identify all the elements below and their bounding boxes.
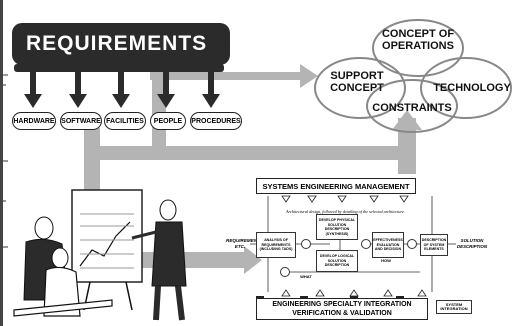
venn-circle-technology	[420, 57, 512, 119]
category-facilities: FACILITIES	[104, 112, 146, 130]
effectiveness-evaluation-box: EFFECTIVENESS EVALUATION AND DECISION	[372, 232, 404, 258]
system-integration-box: SYSTEM INTEGRATION	[436, 300, 472, 314]
venn-diagram	[314, 19, 512, 133]
venn-label-support-concept: SUPPORT CONCEPT	[330, 70, 384, 94]
presenter-illustration	[13, 189, 187, 321]
logical-solution-box: DEVELOP LOGICAL SOLUTION DESCRIPTION	[316, 250, 358, 272]
integration-line-2: VERIFICATION & VALIDATION	[292, 310, 392, 317]
what-label: WHAT	[300, 274, 312, 279]
left-edge-line	[0, 0, 3, 326]
output-solution-description-label: SOLUTION DESCRIPTION	[456, 238, 487, 249]
category-procedures: PROCEDURES	[190, 112, 242, 130]
process-note: Architectural design, followed by detail…	[286, 209, 405, 214]
systems-engineering-management-bar: SYSTEMS ENGINEERING MANAGEMENT	[256, 178, 416, 194]
venn-circle-operations	[372, 19, 464, 77]
process-junction-1	[301, 239, 311, 249]
requirement-arrows	[14, 64, 224, 108]
venn-label-constraints: CONSTRAINTS	[372, 102, 452, 114]
process-junction-2	[361, 239, 371, 249]
system-elements-box: DESCRIPTION OF SYSTEM ELEMENTS	[420, 234, 448, 256]
analysis-box: ANALYSIS OF REQUIREMENTS (INCLUDING TADS…	[256, 232, 296, 258]
venn-label-technology: TECHNOLOGY	[433, 82, 511, 94]
venn-circle-support	[314, 57, 406, 119]
venn-circle-constraints	[366, 79, 458, 133]
category-people: PEOPLE	[150, 112, 186, 130]
bar-markers	[281, 195, 427, 297]
input-requirements-label: REQUIREMENTS ETC.	[226, 238, 264, 249]
how-label: HOW	[381, 258, 391, 263]
physical-solution-box: DEVELOP PHYSICAL SOLUTION DESCRIPTION (S…	[316, 214, 358, 240]
integration-line-1: ENGINEERING SPECIALTY INTEGRATION	[272, 301, 412, 308]
venn-label-concept-of-operations: CONCEPT OF OPERATIONS	[381, 28, 455, 52]
category-software: SOFTWARE	[60, 112, 102, 130]
process-junction-3	[407, 239, 417, 249]
engineering-specialty-integration-bar: ENGINEERING SPECIALTY INTEGRATION VERIFI…	[256, 298, 428, 320]
requirements-title: REQUIREMENTS	[12, 23, 230, 65]
process-junction-4	[280, 267, 290, 277]
category-hardware: HARDWARE	[12, 112, 56, 130]
